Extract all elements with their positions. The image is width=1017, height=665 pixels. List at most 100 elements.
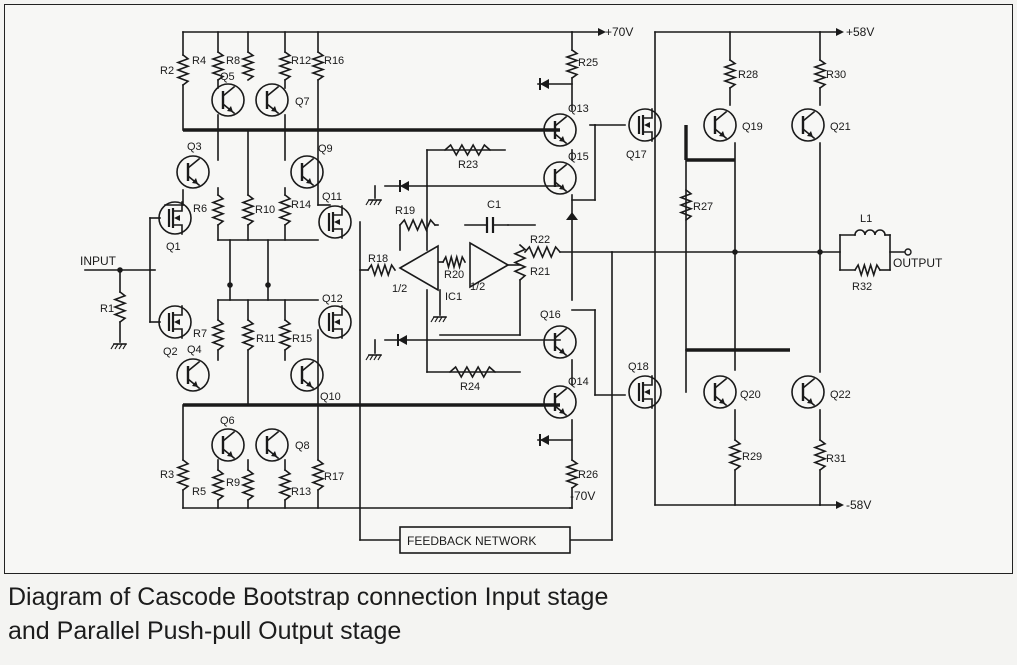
transistor-q10 — [290, 358, 324, 392]
caption-line-1: Diagram of Cascode Bootstrap connection … — [8, 583, 609, 611]
transistor-label-q4: Q4 — [187, 344, 202, 356]
transistor-label-q6: Q6 — [220, 415, 235, 427]
resistor-r9 — [240, 468, 256, 502]
transistor-q14 — [543, 385, 577, 419]
transistor-label-q18: Q18 — [628, 361, 649, 373]
resistor-r7 — [210, 318, 226, 352]
transistor-label-q15: Q15 — [568, 151, 589, 163]
resistor-r20 — [441, 253, 467, 271]
diode-lower-bias — [397, 334, 407, 346]
resistor-r26 — [564, 458, 580, 490]
resistor-label-r18: R18 — [368, 253, 388, 265]
pos58-arrow — [836, 28, 844, 36]
resistor-r23 — [443, 143, 492, 157]
resistor-r8 — [240, 50, 256, 82]
caption-line-2: and Parallel Push-pull Output stage — [8, 617, 402, 645]
resistor-r11 — [240, 318, 256, 352]
transistor-q11 — [318, 205, 352, 239]
resistor-label-r30: R30 — [826, 69, 846, 81]
resistor-label-r10: R10 — [255, 204, 275, 216]
resistor-label-r31: R31 — [826, 453, 846, 465]
supply-label-neg70: -70V — [570, 489, 595, 503]
transistor-q19 — [703, 108, 737, 142]
supply-label-pos70: +70V — [605, 25, 633, 39]
diode-bias — [566, 212, 578, 220]
resistor-label-r11: R11 — [256, 333, 275, 345]
transistor-q6 — [211, 428, 245, 462]
transistor-label-q21: Q21 — [830, 121, 851, 133]
inductor-label: L1 — [860, 213, 872, 225]
feedback-network-label: FEEDBACK NETWORK — [407, 534, 536, 548]
transistor-label-q13: Q13 — [568, 103, 589, 115]
resistor-label-r9: R9 — [226, 477, 240, 489]
resistor-r21 — [513, 243, 527, 282]
transistor-q3 — [176, 155, 210, 189]
terminal-label-input: INPUT — [80, 254, 117, 268]
transistor-label-q12: Q12 — [322, 293, 343, 305]
opamp-ic1b — [469, 241, 510, 289]
resistor-label-r8: R8 — [226, 55, 240, 67]
resistor-r15 — [277, 318, 293, 352]
supply-label-pos58: +58V — [846, 25, 874, 39]
resistor-label-r16: R16 — [324, 55, 344, 67]
ground-input — [110, 343, 127, 350]
resistor-label-r2: R2 — [160, 65, 174, 77]
transistor-q5 — [211, 83, 245, 117]
resistor-r5 — [210, 468, 226, 502]
transistor-label-q3: Q3 — [187, 141, 202, 153]
resistor-label-r23: R23 — [458, 159, 478, 171]
resistor-r18 — [366, 262, 397, 278]
resistor-r30 — [812, 58, 828, 90]
transistor-label-q5: Q5 — [220, 71, 235, 83]
resistor-r10 — [240, 193, 256, 227]
resistor-r14 — [277, 193, 293, 227]
resistor-label-r1: R1 — [100, 303, 114, 315]
resistor-label-r5: R5 — [192, 486, 206, 498]
transistor-q1 — [158, 201, 192, 235]
resistor-label-r17: R17 — [324, 471, 344, 483]
resistor-r3 — [175, 458, 191, 492]
transistor-q9 — [290, 155, 324, 189]
transistor-label-q8: Q8 — [295, 440, 310, 452]
components — [110, 28, 912, 554]
inductor-l1 — [854, 229, 886, 236]
transistor-label-q2: Q2 — [163, 346, 178, 358]
resistor-label-r3: R3 — [160, 469, 174, 481]
resistor-r31 — [812, 438, 828, 472]
diode-q13 — [539, 78, 549, 90]
resistor-label-r20: R20 — [444, 269, 464, 281]
transistor-label-q20: Q20 — [740, 389, 761, 401]
resistor-label-r19: R19 — [395, 205, 415, 217]
schematic-frame — [4, 4, 1013, 574]
transistor-q21 — [791, 108, 825, 142]
resistor-r27 — [678, 188, 694, 222]
resistor-r13 — [277, 468, 293, 502]
resistor-r16 — [310, 50, 326, 82]
diode-upper-bias — [399, 180, 409, 192]
pos70-arrow — [598, 28, 606, 36]
transistor-q16 — [543, 325, 577, 359]
resistor-r19 — [398, 218, 437, 232]
terminal-label-output: OUTPUT — [893, 256, 943, 270]
resistor-r25 — [564, 48, 580, 80]
ground-lower — [365, 354, 382, 361]
transistor-q12 — [318, 305, 352, 339]
transistor-q2 — [158, 305, 192, 339]
resistor-r29 — [727, 438, 743, 472]
transistor-label-q19: Q19 — [742, 121, 763, 133]
ground-ic — [430, 316, 447, 323]
feedback-network-box — [399, 526, 571, 554]
resistor-r22 — [523, 245, 562, 259]
transistor-label-q10: Q10 — [320, 391, 341, 403]
transistor-label-q22: Q22 — [830, 389, 851, 401]
resistor-label-r7: R7 — [193, 328, 207, 340]
transistor-q17 — [628, 108, 662, 142]
resistor-r17 — [310, 458, 326, 492]
ground-upper — [365, 199, 382, 206]
resistor-label-r27: R27 — [693, 201, 713, 213]
neg58-arrow — [836, 501, 844, 509]
resistor-label-r28: R28 — [738, 69, 758, 81]
transistor-q4 — [176, 358, 210, 392]
resistor-label-r29: R29 — [742, 451, 762, 463]
resistor-label-r24: R24 — [460, 381, 480, 393]
